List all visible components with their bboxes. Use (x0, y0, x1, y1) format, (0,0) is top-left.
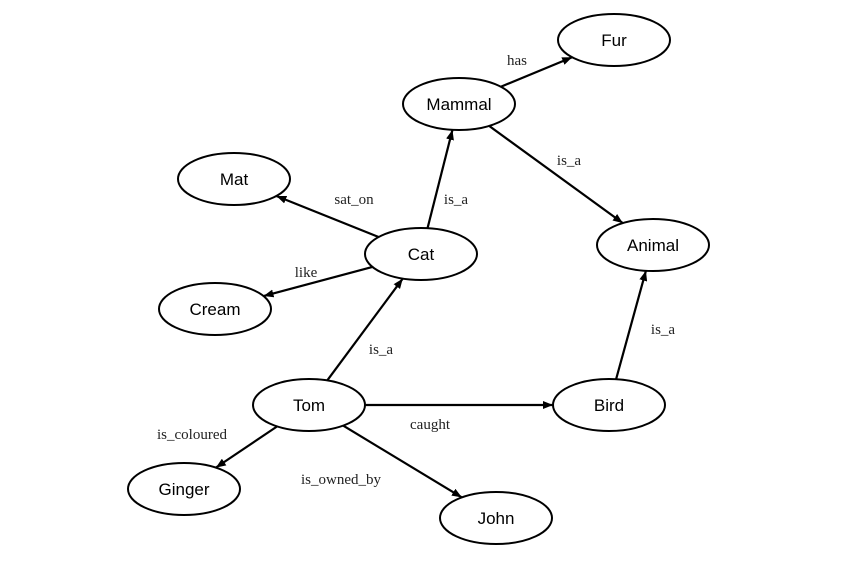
edge-mammal-isa-animal (488, 125, 624, 224)
node-ellipse-fur (557, 13, 671, 67)
node-tom: Tom (252, 378, 366, 432)
node-john: John (439, 491, 553, 545)
edge-label-tom-caught-bird: caught (410, 417, 451, 433)
edge-cat-like-cream (263, 265, 373, 298)
node-fur: Fur (557, 13, 671, 67)
edges-layer (215, 56, 648, 499)
edge-cat-saton-mat (275, 194, 380, 239)
node-cat: Cat (364, 227, 478, 281)
edge-mammal-has-fur (500, 56, 573, 88)
node-label-ginger: Ginger (158, 480, 209, 499)
node-ellipse-mammal (402, 77, 516, 131)
node-ellipse-cat (364, 227, 478, 281)
edge-tom-isa-cat (326, 277, 404, 382)
edge-label-tom-iscoloured-ginger: is_coloured (157, 427, 227, 443)
node-label-mat: Mat (220, 170, 249, 189)
node-ellipse-cream (158, 282, 272, 336)
node-cream: Cream (158, 282, 272, 336)
edge-label-cat-saton-mat: sat_on (334, 192, 374, 208)
edge-label-mammal-isa-animal: is_a (557, 153, 582, 169)
node-label-mammal: Mammal (426, 95, 491, 114)
edge-bird-isa-animal (615, 270, 648, 380)
edge-tom-isownedby-john (342, 424, 463, 499)
edge-label-bird-isa-animal: is_a (651, 322, 676, 338)
edge-label-cat-like-cream: like (295, 265, 318, 281)
node-label-bird: Bird (594, 396, 624, 415)
node-label-tom: Tom (293, 396, 325, 415)
edge-tom-iscoloured-ginger (215, 425, 278, 469)
edge-cat-isa-mammal (426, 129, 454, 229)
node-mat: Mat (177, 152, 291, 206)
node-mammal: Mammal (402, 77, 516, 131)
node-label-fur: Fur (601, 31, 627, 50)
node-animal: Animal (596, 218, 710, 272)
node-ellipse-tom (252, 378, 366, 432)
node-bird: Bird (552, 378, 666, 432)
node-ellipse-ginger (127, 462, 241, 516)
node-ellipse-mat (177, 152, 291, 206)
edge-label-tom-isa-cat: is_a (369, 342, 394, 358)
node-ellipse-john (439, 491, 553, 545)
node-label-cream: Cream (189, 300, 240, 319)
node-ellipse-bird (552, 378, 666, 432)
node-label-john: John (478, 509, 515, 528)
node-ginger: Ginger (127, 462, 241, 516)
node-label-animal: Animal (627, 236, 679, 255)
edge-label-mammal-has-fur: has (507, 53, 527, 69)
edge-label-cat-isa-mammal: is_a (444, 192, 469, 208)
edge-label-tom-isownedby-john: is_owned_by (301, 472, 381, 488)
node-label-cat: Cat (408, 245, 435, 264)
node-ellipse-animal (596, 218, 710, 272)
